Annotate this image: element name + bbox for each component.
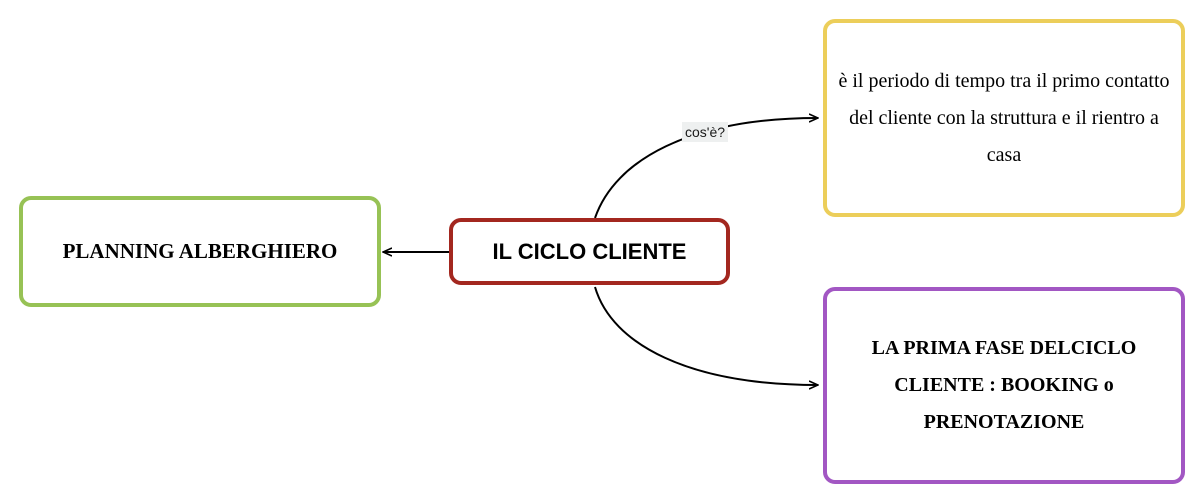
- node-il-ciclo-cliente[interactable]: IL CICLO CLIENTE: [449, 218, 730, 285]
- node-booking[interactable]: LA PRIMA FASE DELCICLO CLIENTE : BOOKING…: [823, 287, 1185, 484]
- node-central-label: IL CICLO CLIENTE: [492, 238, 687, 264]
- node-planning-alberghiero[interactable]: PLANNING ALBERGHIERO: [19, 196, 381, 307]
- edge-label-cos-e[interactable]: cos'è?: [682, 122, 729, 142]
- edge-central-to-definition: [594, 118, 818, 219]
- node-definition-label: è il periodo di tempo tra il primo conta…: [838, 69, 1170, 166]
- node-planning-label: PLANNING ALBERGHIERO: [62, 239, 338, 263]
- node-definition[interactable]: è il periodo di tempo tra il primo conta…: [823, 19, 1185, 217]
- node-booking-label: LA PRIMA FASE DELCICLO CLIENTE : BOOKING…: [871, 337, 1137, 433]
- edge-central-to-booking: [594, 286, 818, 385]
